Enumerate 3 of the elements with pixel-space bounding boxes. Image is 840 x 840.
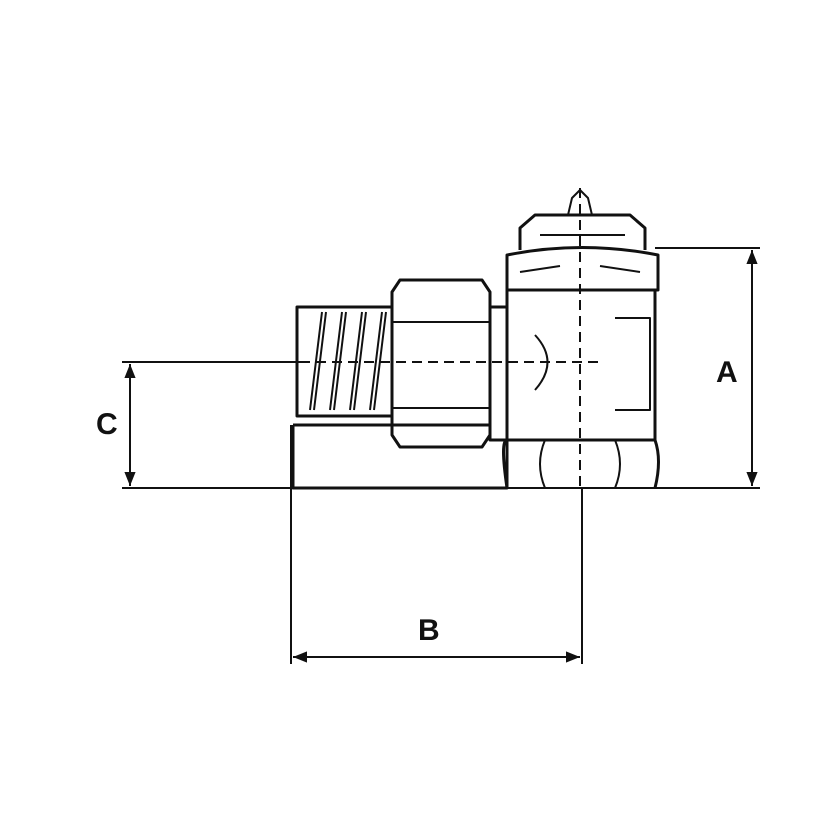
- dimension-label: C: [96, 410, 118, 440]
- dimension-label: A: [716, 358, 738, 388]
- dimension-label: B: [418, 616, 440, 646]
